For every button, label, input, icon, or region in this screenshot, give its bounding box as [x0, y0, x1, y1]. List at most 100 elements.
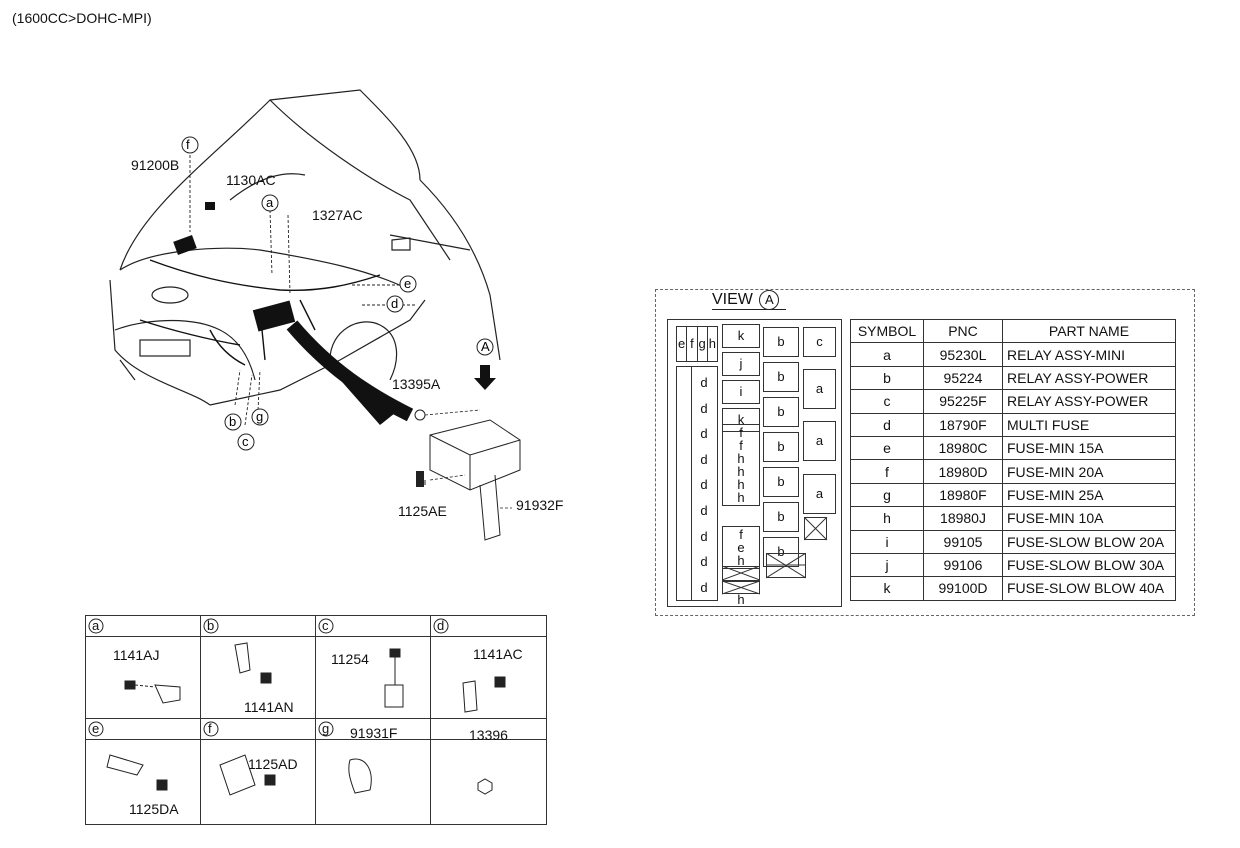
detail-grid: a b c d e f g — [85, 615, 547, 825]
symbol-cell: i — [850, 529, 924, 554]
fuse-slot-d: d — [700, 400, 708, 416]
part-name-cell: FUSE-SLOW BLOW 20A — [1002, 529, 1176, 554]
harness-components — [173, 202, 296, 332]
fuse-slot-j: j — [722, 352, 760, 376]
fuse-slot-h: h — [737, 451, 745, 466]
symbol-cell: g — [850, 482, 924, 508]
part-label-1327AC: 1327AC — [312, 207, 363, 223]
svg-text:b: b — [229, 414, 236, 429]
fuse-slot-d: d — [700, 579, 708, 595]
multi-fuse-labels: d d d d d d d d d — [690, 370, 718, 600]
pnc-cell: 99100D — [923, 576, 1003, 601]
fuse-slot-e: e — [737, 540, 745, 555]
main-callouts: f a e d b g c A — [181, 136, 494, 451]
part-name-cell: FUSE-MIN 20A — [1002, 459, 1176, 484]
fuse-slot-f: f — [739, 438, 743, 453]
fuse-slot-f: f — [739, 527, 743, 542]
part-label-1125AE: 1125AE — [398, 503, 447, 519]
pnc-cell: 99105 — [923, 529, 1003, 554]
engine-harness-illustration: f a e d b g c A — [109, 89, 521, 541]
fuse-slot-h: h — [737, 464, 745, 479]
car-outline — [109, 89, 501, 406]
svg-text:c: c — [242, 434, 249, 449]
svg-text:A: A — [481, 339, 490, 354]
detail-part-1141AJ: 1141AJ — [113, 647, 160, 663]
detail-callout-e: e — [92, 721, 99, 736]
view-title-underline — [712, 309, 786, 310]
relay-slot-b: b — [763, 397, 799, 427]
fuse-group-efgh: e f g h — [676, 326, 718, 362]
relay-slot-a: a — [803, 474, 836, 514]
relay-slot-b: b — [763, 327, 799, 357]
detail-callout-b: b — [207, 618, 214, 633]
power-relay-column: b b b b b b b — [763, 327, 799, 567]
view-a-title: VIEW A — [712, 290, 780, 310]
fuse-slot-h: h — [737, 592, 745, 607]
col-header-symbol: SYMBOL — [850, 318, 924, 344]
svg-text:a: a — [266, 195, 274, 210]
fuse-slot-d: d — [700, 451, 708, 467]
fuse-slot-h: h — [737, 553, 745, 568]
pnc-cell: 95230L — [923, 342, 1003, 367]
col-header-part-name: PART NAME — [1002, 318, 1176, 344]
part-name-cell: FUSE-MIN 15A — [1002, 435, 1176, 461]
part-name-cell: FUSE-SLOW BLOW 40A — [1002, 576, 1176, 601]
relay-slot-b: b — [763, 432, 799, 462]
detail-part-1125DA: 1125DA — [129, 801, 179, 817]
svg-text:g: g — [256, 409, 263, 424]
slow-blow-column: k j i k — [722, 324, 760, 432]
fuse-slot-d: d — [700, 502, 708, 518]
relay-slot-b: b — [763, 537, 799, 567]
pnc-cell: 18980F — [923, 482, 1003, 508]
multi-fuse-column — [676, 366, 718, 601]
symbol-cell: k — [850, 576, 924, 601]
part-name-cell: RELAY ASSY-POWER — [1002, 365, 1176, 391]
fuse-slot-d: d — [700, 528, 708, 544]
fuse-slot-f: f — [739, 425, 743, 440]
relay-slot-b: b — [763, 467, 799, 497]
detail-callout-g: g — [322, 721, 329, 736]
relay-slot-c: c — [803, 327, 836, 357]
relay-slot-b: b — [763, 362, 799, 392]
view-arrow-band — [286, 320, 414, 422]
symbol-cell: c — [850, 389, 924, 414]
svg-text:e: e — [404, 276, 411, 291]
detail-part-1141AC: 1141AC — [473, 646, 523, 662]
part-label-1130AC: 1130AC — [226, 172, 276, 188]
empty-relay-slot — [766, 553, 806, 579]
svg-text:d: d — [391, 296, 398, 311]
part-name-cell: FUSE-SLOW BLOW 30A — [1002, 552, 1176, 578]
detail-part-13396: 13396 — [469, 727, 508, 743]
col-header-pnc: PNC — [923, 318, 1003, 344]
detail-part-1125AD: 1125AD — [248, 756, 298, 772]
fuse-box-layout — [667, 319, 842, 607]
fuse-slot-d: d — [700, 554, 708, 570]
part-name-cell: RELAY ASSY-MINI — [1002, 342, 1176, 367]
fuse-slot-k: k — [722, 408, 760, 432]
symbol-cell: j — [850, 552, 924, 578]
down-arrow-icon — [474, 365, 496, 390]
fuse-slot-h: h — [737, 477, 745, 492]
mini-fuse-stack-lower: f e h — [722, 526, 760, 569]
detail-callout-c: c — [322, 618, 329, 633]
pnc-cell: 18790F — [923, 412, 1003, 437]
part-label-91200B: 91200B — [131, 157, 180, 173]
symbol-cell: b — [850, 365, 924, 391]
view-marker-circle: A — [759, 290, 780, 310]
symbol-cell: f — [850, 459, 924, 484]
mini-fuse-stack-upper: f f h h h h — [722, 424, 760, 506]
relay-slot-a: a — [803, 421, 836, 461]
pnc-cell: 95225F — [923, 389, 1003, 414]
fuse-slot-g: g — [698, 327, 708, 361]
view-title-text: VIEW — [712, 291, 753, 308]
fuse-slot-k: k — [722, 324, 760, 348]
